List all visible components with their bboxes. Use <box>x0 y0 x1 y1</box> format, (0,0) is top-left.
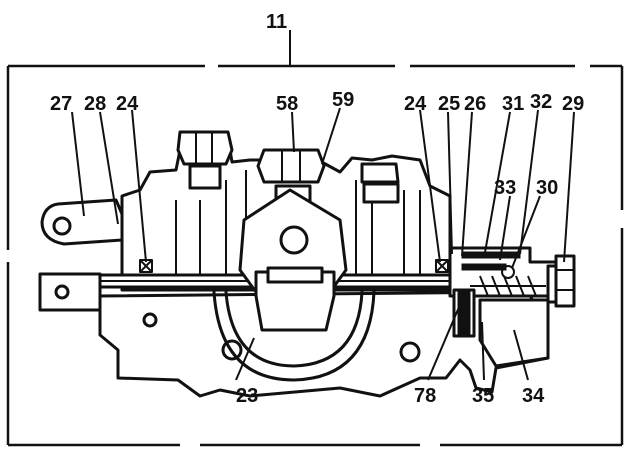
callout-33: 33 <box>494 177 516 199</box>
mounting-holes <box>142 312 421 363</box>
callout-35: 35 <box>472 385 494 407</box>
seal-right <box>435 259 449 273</box>
callout-25: 25 <box>438 93 460 115</box>
fitting-left <box>176 130 234 190</box>
callout-27: 27 <box>50 93 72 115</box>
callout-26: 26 <box>464 93 486 115</box>
callout-29: 29 <box>562 93 584 115</box>
center-window <box>212 188 376 382</box>
callout-24-right: 24 <box>404 93 427 115</box>
callout-11: 11 <box>266 11 287 33</box>
fitting-right <box>360 162 400 204</box>
callout-31: 31 <box>502 93 524 115</box>
callout-28: 28 <box>84 93 106 115</box>
leader-lines <box>71 30 575 381</box>
right-end-plug <box>554 254 576 308</box>
callout-24-left: 24 <box>116 93 139 115</box>
callout-32: 32 <box>530 91 552 113</box>
spool-end-left <box>38 272 102 312</box>
callout-23: 23 <box>236 385 258 407</box>
lever-arm <box>40 198 124 246</box>
callout-59: 59 <box>332 89 354 111</box>
callout-34: 34 <box>522 385 545 407</box>
callout-78: 78 <box>414 385 436 407</box>
callout-30: 30 <box>536 177 558 199</box>
diagram-frame <box>6 64 624 447</box>
callout-58: 58 <box>276 93 298 115</box>
